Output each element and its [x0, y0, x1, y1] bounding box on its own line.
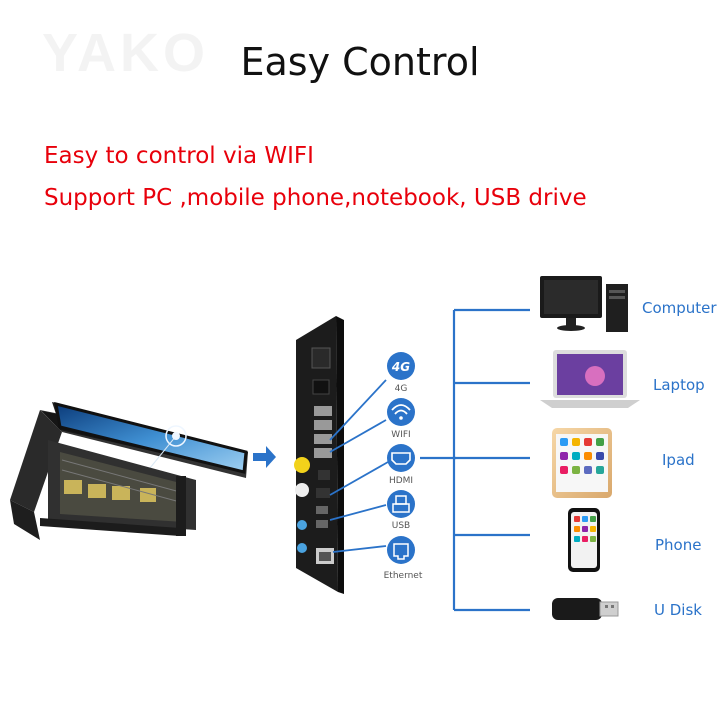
wifi-icon — [387, 398, 415, 426]
device-label-u-disk: U Disk — [654, 601, 702, 619]
ethernet-icon — [387, 536, 415, 564]
device-label-ipad: Ipad — [662, 451, 695, 469]
feature-line-support: Support PC ,mobile phone,notebook, USB d… — [44, 185, 587, 211]
port-connector-lines — [329, 379, 389, 553]
device-label-laptop: Laptop — [653, 376, 705, 394]
usb-icon — [387, 490, 415, 518]
watermark-logo: YAKO — [42, 23, 210, 83]
phone-icon — [568, 508, 600, 572]
hdmi-icon — [387, 444, 415, 472]
led-display-sign — [10, 401, 248, 540]
port-label-ethernet: Ethernet — [383, 571, 423, 581]
arrow-right-icon — [253, 446, 276, 468]
port-label-usb: USB — [391, 521, 411, 531]
feature-line-wifi: Easy to control via WIFI — [44, 143, 314, 169]
computer-icon — [540, 276, 628, 332]
usb-drive-icon — [552, 598, 619, 620]
tablet-icon — [552, 428, 612, 498]
device-label-phone: Phone — [655, 536, 702, 554]
controller-box — [294, 316, 344, 594]
page-title: Easy Control — [240, 40, 480, 84]
port-label-4g: 4G — [394, 384, 408, 394]
device-connector-tree — [420, 308, 530, 612]
4g-icon: 4G — [387, 352, 415, 380]
port-label-wifi: WIFI — [391, 430, 411, 440]
laptop-icon — [540, 350, 640, 408]
device-label-computer: Computer — [642, 299, 717, 317]
svg-text:4G: 4G — [391, 360, 410, 374]
port-label-hdmi: HDMI — [388, 476, 414, 486]
